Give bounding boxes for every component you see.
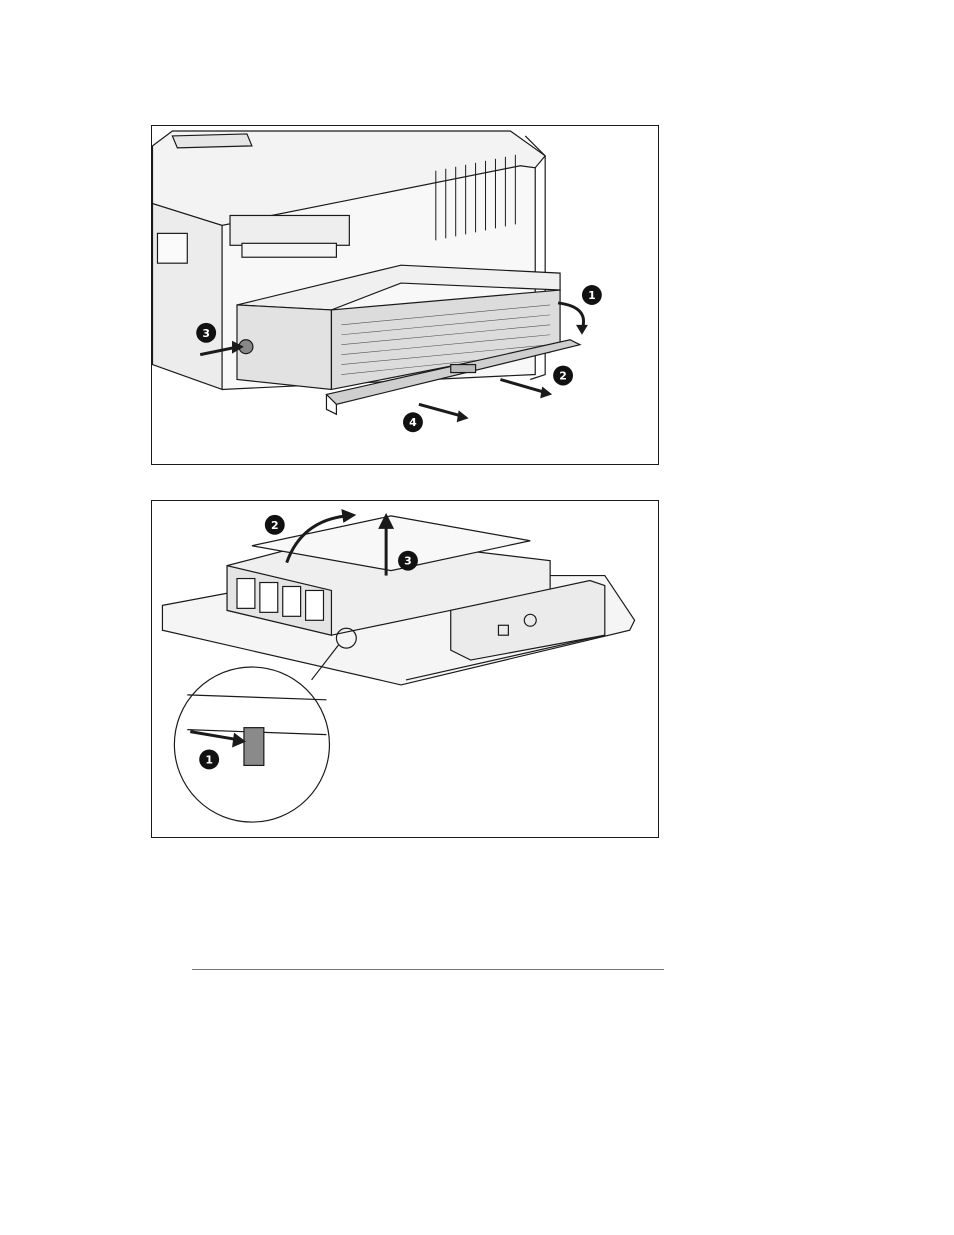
- callout-label: 2: [559, 370, 567, 383]
- callout-2-icon: 2: [265, 515, 285, 535]
- callout-label: 1: [588, 289, 596, 302]
- figure-remove-cage: 1 2 3 4: [151, 125, 659, 465]
- callout-label: 3: [404, 555, 412, 568]
- callout-label: 1: [205, 753, 213, 766]
- callout-3-icon: 3: [398, 551, 418, 571]
- figure-remove-cover: 1 2 3: [151, 500, 659, 838]
- callout-label: 4: [409, 416, 417, 429]
- section-divider: [192, 969, 664, 970]
- callout-1-icon: 1: [199, 750, 219, 770]
- callout-2-icon: 2: [553, 366, 573, 386]
- server-chassis-illustration: 1 2 3 4: [152, 126, 658, 464]
- cage-cover-illustration: 1 2 3: [152, 501, 658, 837]
- callout-1-icon: 1: [582, 285, 602, 305]
- callout-label: 2: [271, 519, 279, 532]
- callout-3-icon: 3: [196, 323, 216, 343]
- callout-label: 3: [202, 327, 210, 340]
- callout-4-icon: 4: [403, 412, 423, 432]
